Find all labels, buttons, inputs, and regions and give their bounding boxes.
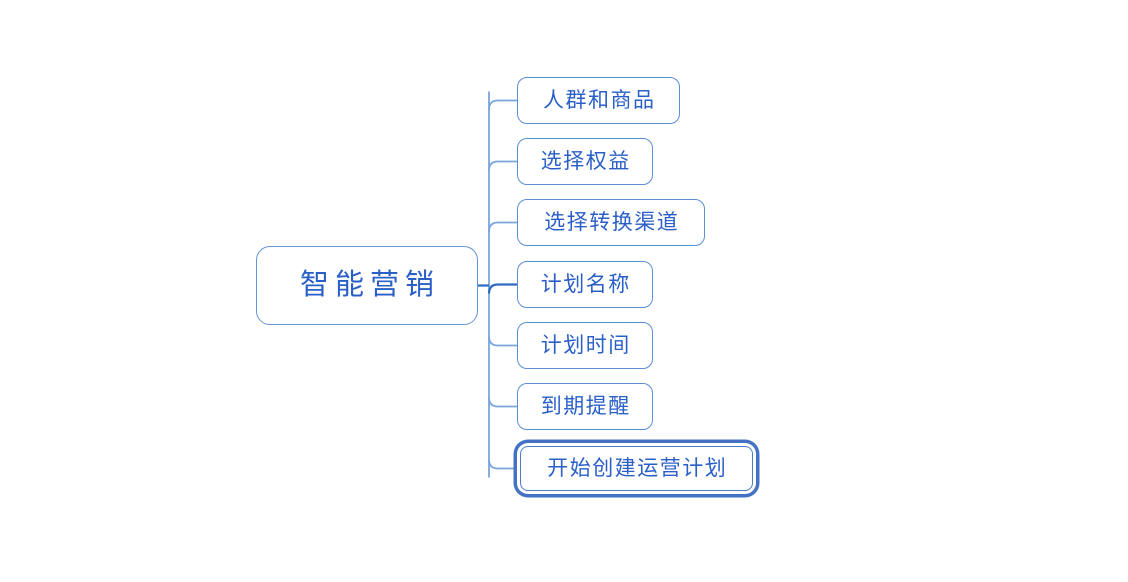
connector-branch	[488, 459, 520, 470]
connector-branch	[488, 397, 517, 408]
mindmap-node[interactable]: 计划时间	[517, 322, 653, 369]
mindmap-node-label: 计划名称	[540, 273, 631, 296]
mindmap-node-label: 选择权益	[540, 150, 631, 173]
connector-branch	[488, 221, 517, 232]
connector-branch	[488, 99, 517, 110]
mindmap-node[interactable]: 计划名称	[517, 261, 653, 308]
mindmap-node-selected[interactable]: 开始创建运营计划	[520, 446, 753, 491]
mindmap-node[interactable]: 到期提醒	[517, 383, 653, 430]
mindmap-node-label: 人群和商品	[543, 89, 656, 112]
mindmap-node-label: 到期提醒	[540, 395, 631, 418]
connector-branch	[488, 336, 517, 347]
mindmap-node[interactable]: 人群和商品	[517, 77, 680, 124]
connector-branch	[487, 283, 517, 294]
mindmap-node[interactable]: 选择转换渠道	[517, 199, 705, 246]
mindmap-node-label: 选择转换渠道	[544, 211, 680, 234]
mindmap-root-node[interactable]: 智能营销	[256, 246, 478, 325]
mindmap-root-label: 智能营销	[299, 269, 440, 301]
mindmap-node[interactable]: 选择权益	[517, 138, 653, 185]
mindmap-node-label: 开始创建运营计划	[547, 457, 728, 480]
mindmap-node-label: 计划时间	[540, 334, 631, 357]
connector-branch	[488, 160, 517, 171]
